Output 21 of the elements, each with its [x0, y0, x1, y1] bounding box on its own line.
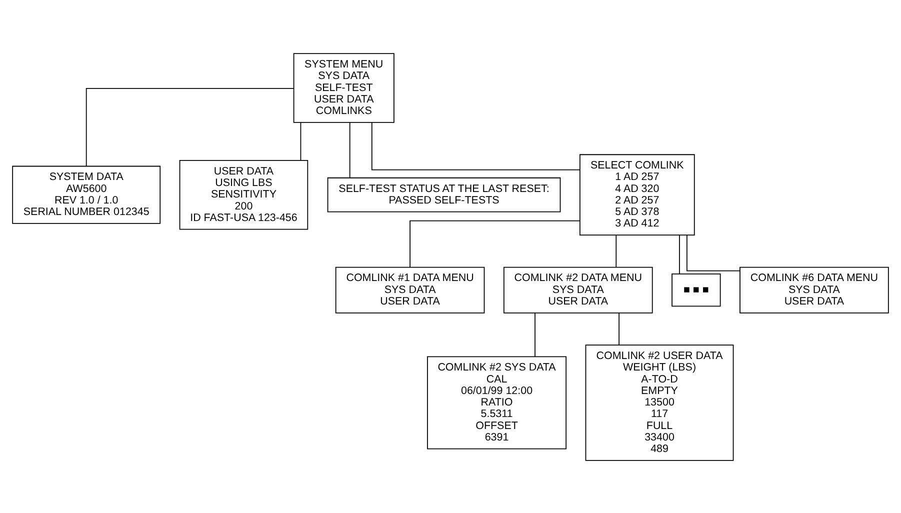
node-box: SYSTEM DATA AW5600 REV 1.0 / 1.0 SERIAL NUMBER 012345: [12, 165, 161, 224]
node-box: USER DATA USING LBS SENSITIVITY 200 ID FAST-USA 123-456: [179, 159, 308, 230]
node-box: SELECT COMLINK 1 AD 257 4 AD 320 2 AD 257 5 AD 378 3 AD 412: [579, 154, 695, 236]
node-box: COMLINK #6 DATA MENU SYS DATA USER DATA: [740, 266, 889, 313]
connector: [371, 122, 580, 170]
connector: [618, 312, 620, 345]
connector: [686, 234, 740, 271]
connector: [86, 88, 294, 166]
node-box: SYSTEM MENU SYS DATA SELF-TEST USER DATA COMLINKS: [293, 52, 394, 122]
connector: [300, 122, 302, 160]
connector: [349, 122, 350, 178]
node-box: COMLINK #2 DATA MENU SYS DATA USER DATA: [503, 266, 653, 313]
connector: [534, 312, 536, 357]
connector: [616, 234, 617, 268]
node-box: COMLINK #2 SYS DATA CAL 06/01/99 12:00 RATIO 5.5311 OFFSET 6391: [427, 356, 567, 449]
node-box: COMLINK #2 USER DATA WEIGHT (LBS) A-TO-D EMPTY 13500 117 FULL 33400 489: [585, 344, 734, 460]
connector: [410, 220, 580, 267]
node-box: ■ ■ ■: [672, 273, 721, 306]
node-box: COMLINK #1 DATA MENU SYS DATA USER DATA: [335, 266, 485, 313]
connector: [679, 234, 680, 274]
node-box: SELF-TEST STATUS AT THE LAST RESET: PASSED SELF-TESTS: [327, 176, 561, 212]
